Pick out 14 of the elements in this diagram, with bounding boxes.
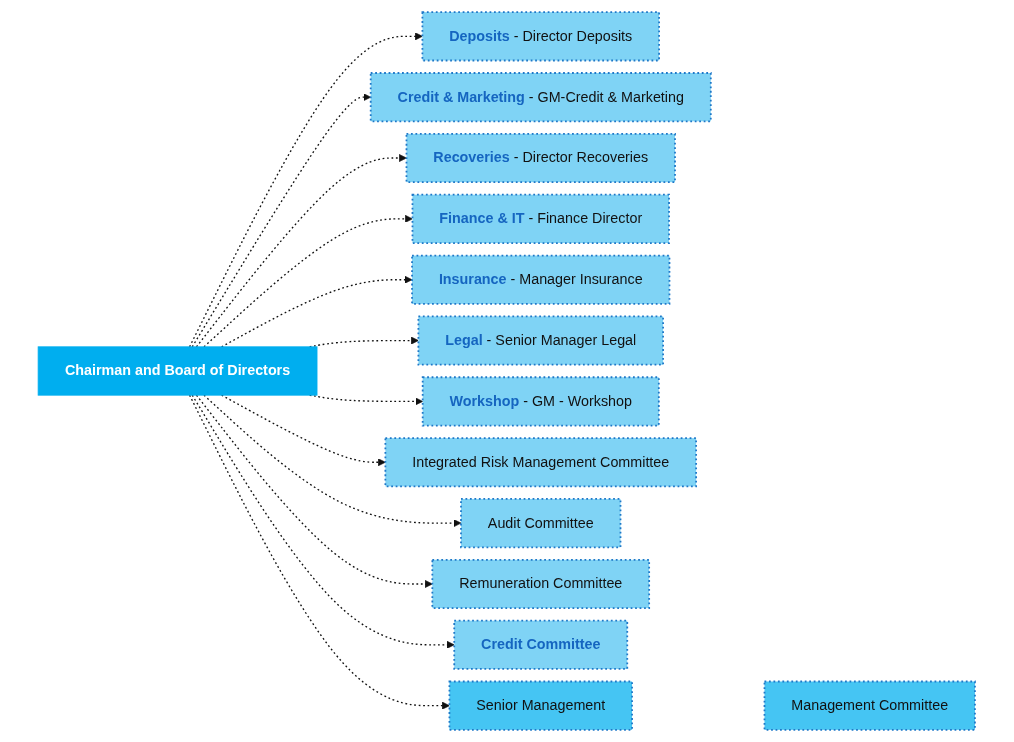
node-box: Senior Management	[448, 680, 634, 731]
node-box: Audit Committee	[460, 498, 622, 549]
node-box: Credit & Marketing - GM-Credit & Marketing	[370, 72, 713, 123]
node-box: Deposits - Director Deposits	[421, 11, 661, 62]
node-box: Management Committee	[764, 680, 977, 731]
node-box: Credit Committee	[453, 619, 629, 670]
node-box: Recoveries - Director Recoveries	[406, 132, 677, 184]
node-box: Workshop - GM - Workshop	[422, 376, 661, 427]
node-box: Remuneration Committee	[431, 558, 651, 610]
node-box: Legal - Senior Manager Legal	[417, 315, 665, 366]
node-box: Insurance - Manager Insurance	[411, 254, 671, 305]
node-box: Integrated Risk Management Committee	[384, 437, 698, 488]
node-box: Chairman and Board of Directors	[38, 346, 318, 396]
node-box: Finance & IT - Finance Director	[412, 193, 671, 244]
